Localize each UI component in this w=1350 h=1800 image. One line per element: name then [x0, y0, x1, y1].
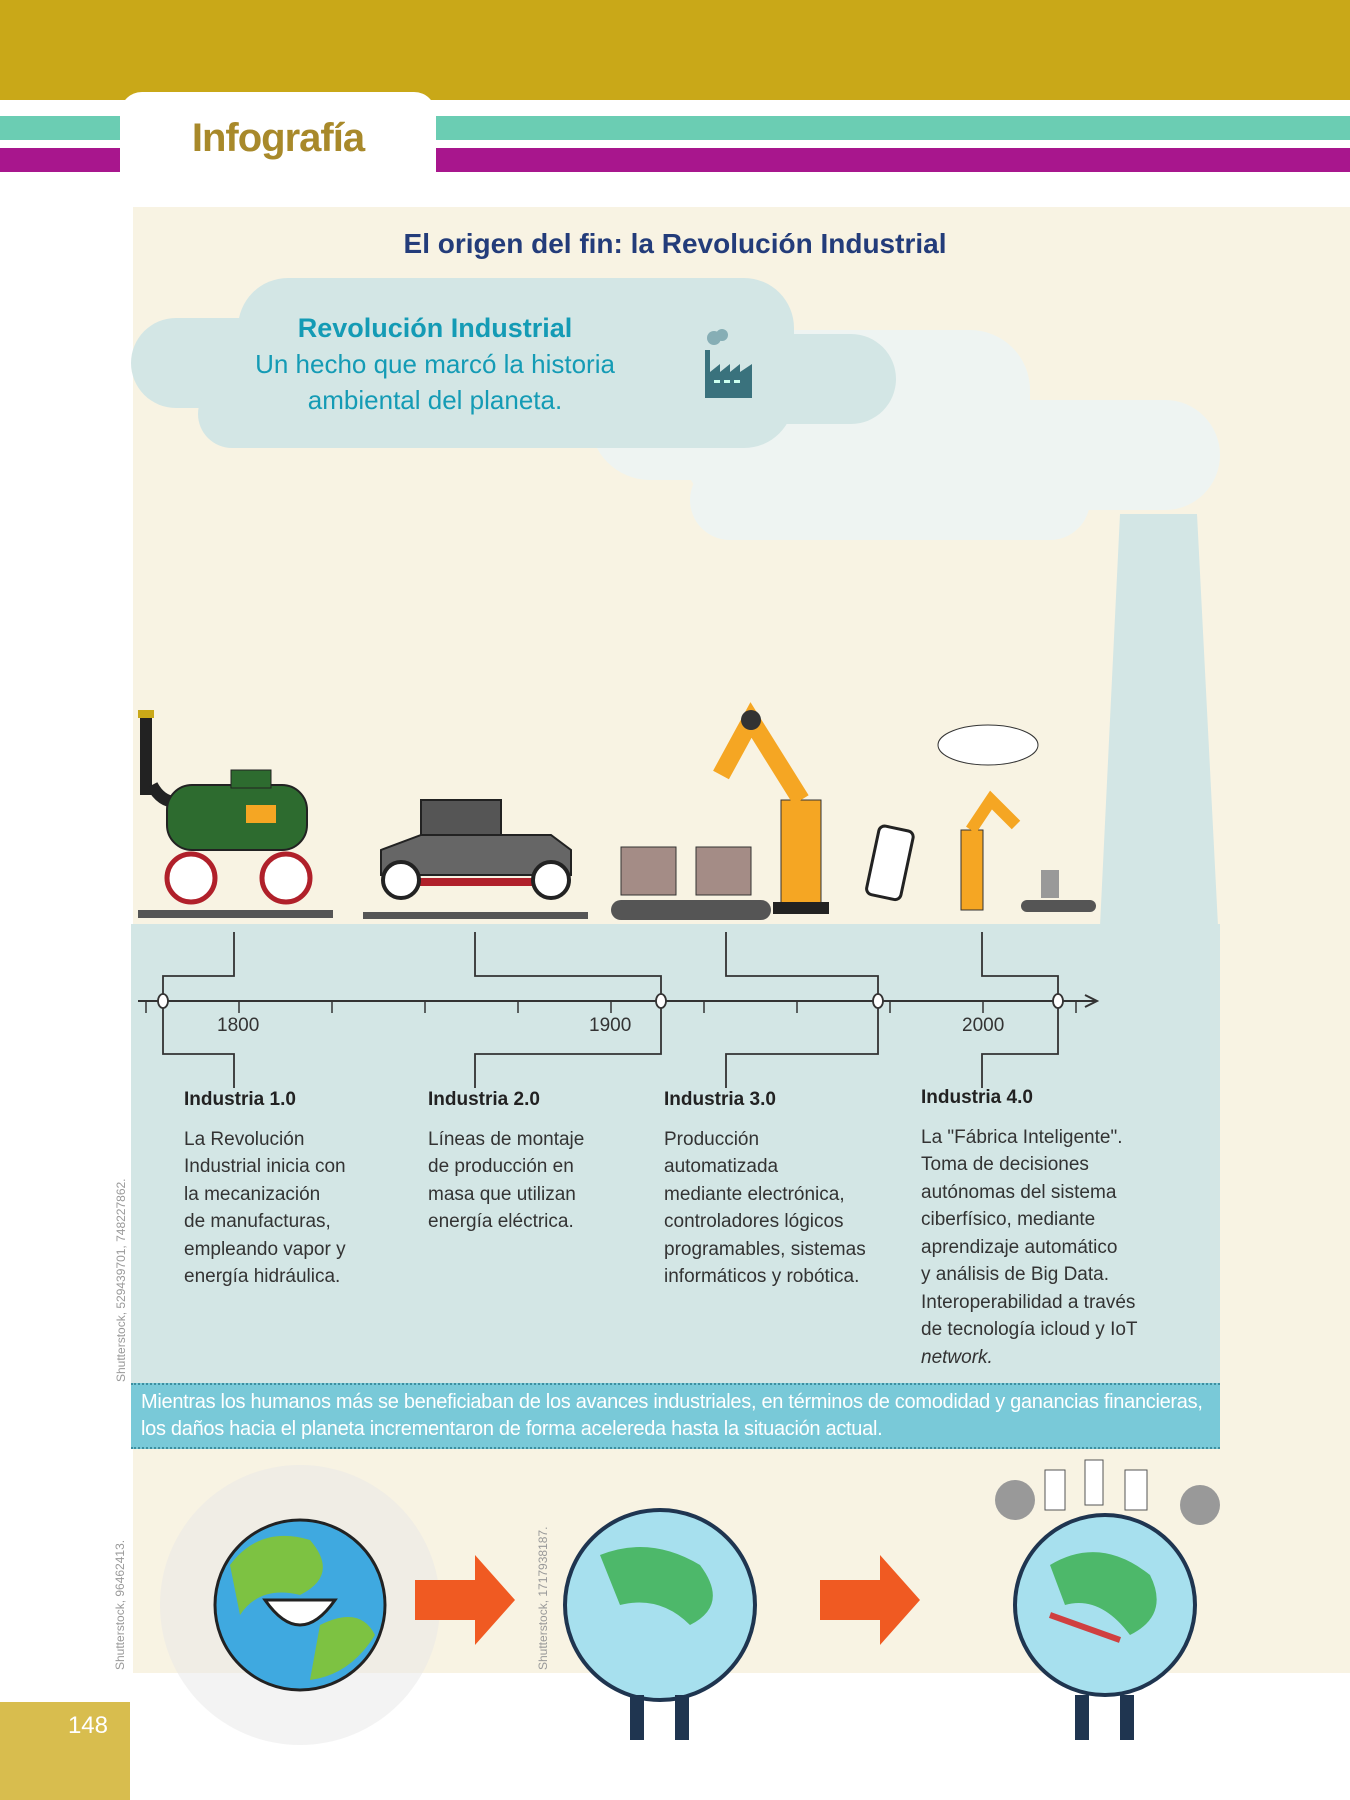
stage-text: de manufacturas, — [184, 1211, 331, 1232]
smoke-cloud — [690, 460, 1090, 540]
stage-text: automatizada — [664, 1156, 779, 1177]
stage-text: programables, sistemas — [664, 1238, 866, 1260]
stage-industria-3: Industria 3.0 Producción automatizada medi… — [664, 1086, 866, 1291]
banner-line: los daños hacia el planeta incrementaron… — [141, 1418, 883, 1440]
globes-illustration — [160, 1459, 1220, 1745]
cloud-line: Un hecho que marcó la historia — [255, 349, 615, 379]
year-label: 1800 — [217, 1015, 260, 1036]
timeline-axis — [138, 932, 1100, 1088]
conveyor-robot-illustration — [611, 702, 829, 920]
summary-banner: Mientras los humanos más se beneficiaban… — [131, 1383, 1220, 1449]
sick-globe-illustration — [995, 1459, 1220, 1740]
stage-text: la mecanización — [184, 1183, 321, 1205]
steam-train-illustration — [138, 710, 333, 918]
stage-text: informáticos y robótica. — [664, 1266, 860, 1287]
stage-text: La Revolución — [184, 1128, 305, 1150]
banner-line: Mientras los humanos más se beneficiaban… — [141, 1391, 1203, 1413]
stage-text: network. — [921, 1346, 993, 1368]
stage-text: La "Fábrica Inteligente". — [921, 1126, 1123, 1148]
top-gold-bar — [0, 0, 1350, 100]
stage-text: de producción en — [428, 1156, 574, 1177]
smart-factory-illustration — [865, 724, 1096, 912]
stage-text: Líneas de montaje — [428, 1128, 585, 1150]
car-illustration — [363, 799, 588, 919]
stage-bracket — [981, 932, 1059, 1088]
stage-text: de tecnología icloud y IoT — [921, 1319, 1138, 1340]
stage-bracket — [162, 932, 235, 1088]
stage-text: autónomas del sistema — [921, 1181, 1117, 1203]
stage-text: Producción — [664, 1128, 760, 1150]
cloud-heading: Revolución Industrial — [297, 313, 573, 343]
stage-marker — [872, 993, 884, 1009]
stage-marker — [655, 993, 667, 1009]
photo-credit: Shutterstock, 529439701, 748227862. — [114, 1178, 128, 1383]
page-number-box — [0, 1702, 130, 1800]
section-label: Infografía — [191, 116, 365, 160]
text-cloud-lobe — [198, 380, 738, 448]
cloud-line: ambiental del planeta. — [307, 385, 563, 415]
stage-text: Interoperabilidad a través — [921, 1291, 1136, 1313]
year-label: 2000 — [962, 1015, 1005, 1036]
stage-text: controladores lógicos — [664, 1211, 844, 1232]
arrow-icon — [415, 1555, 515, 1645]
section-tab — [120, 92, 436, 192]
photo-credit: Shutterstock, 1717938187. — [536, 1526, 550, 1670]
stage-marker — [1052, 993, 1064, 1009]
infographic-title: El origen del fin: la Revolución Industr… — [403, 228, 947, 259]
stage-text: aprendizaje automático — [921, 1236, 1118, 1258]
stage-text: masa que utilizan — [428, 1183, 576, 1205]
page-number: 148 — [67, 1712, 108, 1739]
year-label: 1900 — [589, 1015, 632, 1036]
stage-heading: Industria 2.0 — [428, 1089, 540, 1110]
stage-industria-2: Industria 2.0 Líneas de montaje de produc… — [428, 1086, 584, 1236]
stage-industria-4: Industria 4.0 La "Fábrica Inteligente". T… — [921, 1084, 1138, 1371]
stage-text: y análisis de Big Data. — [921, 1264, 1109, 1285]
stage-bracket — [725, 932, 879, 1088]
axis-arrowhead — [1084, 994, 1100, 1008]
chimney — [1100, 514, 1218, 926]
arrow-icon — [820, 1555, 920, 1645]
industry-illustrations — [138, 702, 1096, 920]
stage-marker — [157, 993, 169, 1009]
stage-text: energía hidráulica. — [184, 1266, 341, 1287]
stage-text: ciberfísico, mediante — [921, 1209, 1096, 1230]
stage-text: empleando vapor y — [184, 1238, 346, 1260]
stage-text: Toma de decisiones — [921, 1154, 1089, 1175]
neutral-globe-illustration — [563, 1508, 757, 1740]
stage-heading: Industria 3.0 — [664, 1089, 776, 1110]
photo-credit: Shutterstock, 96462413. — [113, 1539, 127, 1670]
stage-text: Industrial inicia con — [184, 1156, 346, 1177]
stage-heading: Industria 4.0 — [921, 1087, 1033, 1108]
stage-text: mediante electrónica, — [664, 1183, 845, 1205]
stage-bracket — [474, 932, 662, 1088]
factory-icon — [705, 329, 752, 398]
stage-text: energía eléctrica. — [428, 1211, 574, 1232]
stage-heading: Industria 1.0 — [184, 1089, 296, 1110]
happy-globe-illustration — [160, 1465, 440, 1745]
